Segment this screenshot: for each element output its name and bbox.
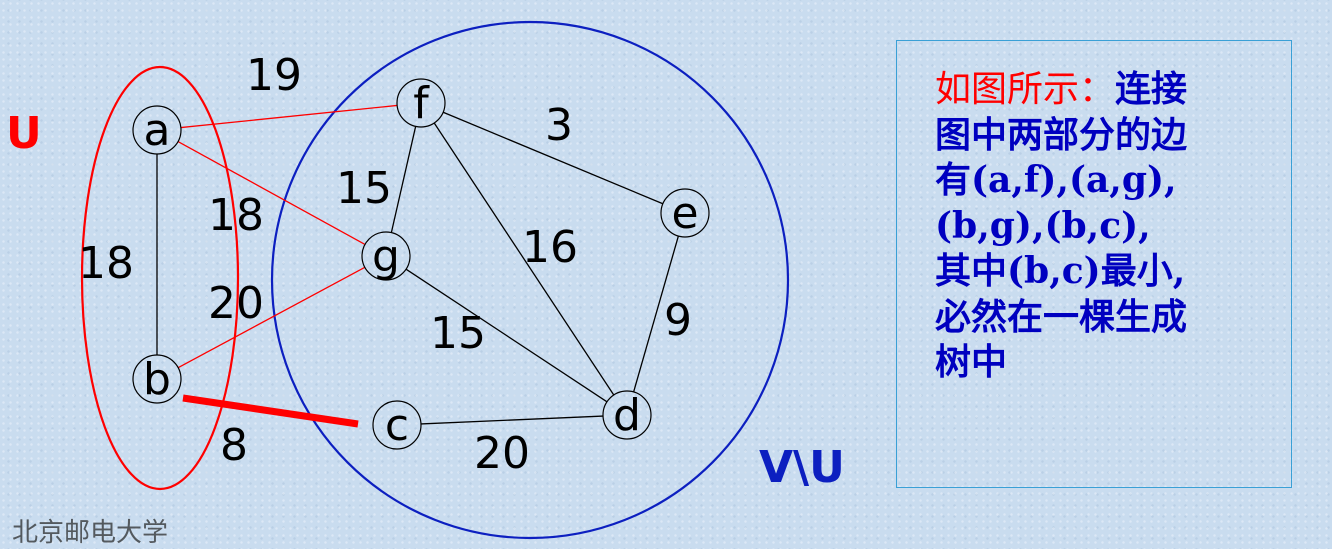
edge-b-c <box>182 394 359 428</box>
callout-line-7: 树中 <box>935 341 1008 383</box>
edge-weight-f-e: 3 <box>545 100 573 151</box>
callout-lead: 如图所示： <box>935 69 1116 110</box>
edge-a-f <box>180 104 398 129</box>
edge-weight-a-g: 18 <box>208 190 264 241</box>
edge-weight-e-d: 9 <box>664 295 692 346</box>
node-circle-f <box>396 78 446 128</box>
node-f: f <box>396 78 446 129</box>
edges-layer <box>156 104 680 428</box>
nodes-layer: a b c d e f g <box>132 78 710 451</box>
edge-weight-b-g: 20 <box>208 278 264 329</box>
callout-line-1: 如图所示：连接 <box>935 67 1291 113</box>
edge-weights-layer: 18 19 18 20 8 3 15 16 15 9 20 <box>78 50 692 479</box>
edge-weight-a-b: 18 <box>78 238 134 289</box>
u-set-label: U <box>6 108 42 159</box>
node-circle-a <box>132 105 182 155</box>
callout-line-5: 其中(b,c)最小, <box>935 250 1186 292</box>
node-circle-b <box>132 354 182 404</box>
node-label-a: a <box>144 105 171 156</box>
v-minus-u-set-circle <box>270 20 790 540</box>
node-label-e: e <box>671 188 698 239</box>
callout-line-4: (b,g),(b,c), <box>935 204 1151 247</box>
node-circle-d <box>602 390 652 440</box>
node-circle-e <box>660 188 710 238</box>
edge-weight-g-d: 15 <box>430 308 486 359</box>
callout-line-6: 必然在一棵生成 <box>935 295 1188 338</box>
edge-weight-a-f: 19 <box>246 50 302 101</box>
edge-weight-c-d: 20 <box>474 428 530 479</box>
node-a: a <box>132 105 182 156</box>
graph-diagram: 18 19 18 20 8 3 15 16 15 9 20 a b c d e f g U V\U <box>6 20 845 540</box>
node-b: b <box>132 354 182 405</box>
footer-watermark: 北京邮电大学 <box>12 518 169 548</box>
edge-f-g <box>390 126 417 233</box>
v-minus-u-set-label: V\U <box>759 442 845 493</box>
node-label-c: c <box>385 400 409 451</box>
explanation-callout: 如图所示：连接 图中两部分的边 有(a,f),(a,g), (b,g),(b,c… <box>896 40 1292 488</box>
edge-g-d <box>405 268 608 403</box>
node-g: g <box>361 231 411 282</box>
edge-c-d <box>420 415 604 425</box>
edge-a-g <box>177 141 366 245</box>
node-label-g: g <box>372 231 400 282</box>
edge-weight-f-d: 16 <box>522 222 578 273</box>
node-label-f: f <box>413 78 430 129</box>
edge-f-d <box>433 122 615 396</box>
node-c: c <box>372 400 422 451</box>
edge-f-e <box>442 111 664 205</box>
node-circle-g <box>361 231 411 281</box>
edge-weight-b-c: 8 <box>220 420 248 471</box>
edge-e-d <box>632 235 680 393</box>
callout-line-1-rest: 连接 <box>1115 68 1188 110</box>
node-circle-c <box>372 400 422 450</box>
edge-b-g <box>177 266 366 369</box>
callout-line-3: 有(a,f),(a,g), <box>935 159 1177 201</box>
node-d: d <box>602 390 652 441</box>
node-e: e <box>660 188 710 239</box>
u-set-ellipse <box>80 65 240 491</box>
node-label-b: b <box>143 354 171 405</box>
node-label-d: d <box>613 390 641 441</box>
edge-weight-f-g: 15 <box>336 163 392 214</box>
callout-line-2: 图中两部分的边 <box>935 113 1188 156</box>
